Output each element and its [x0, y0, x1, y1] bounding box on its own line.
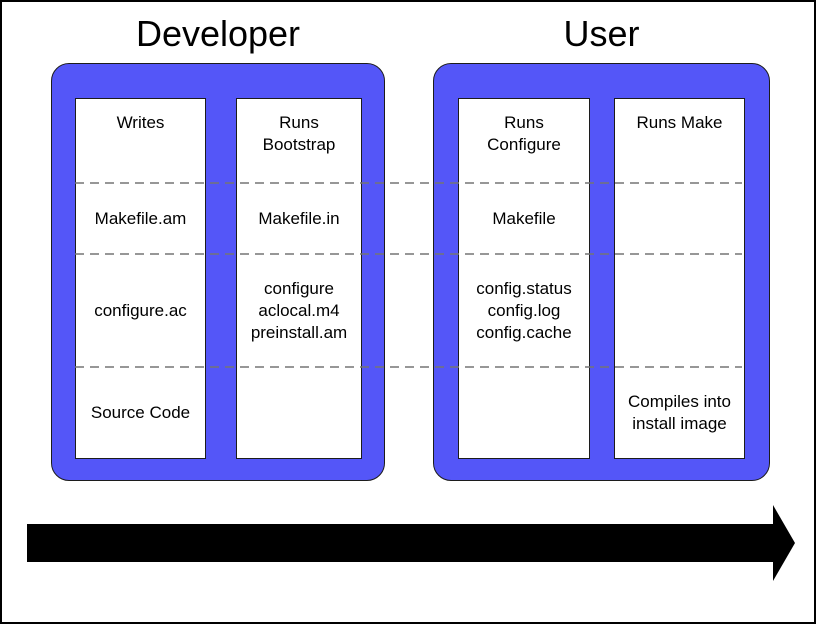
cell-compiles-into-install-image: Compiles into install image: [615, 367, 744, 458]
text-line: config.cache: [476, 322, 572, 342]
cell-configure-aclocal-preinstall: configure aclocal.m4 preinstall.am: [237, 254, 361, 367]
text-line: Bootstrap: [262, 135, 336, 154]
cell-runs-configure: Runs Configure: [459, 99, 589, 183]
text-line: Runs: [279, 113, 319, 132]
text-line: preinstall.am: [250, 322, 348, 342]
text-line: config.log: [487, 300, 561, 320]
developer-title: Developer: [135, 13, 301, 54]
text-line: Configure: [487, 135, 561, 154]
cell-config-outputs: config.status config.log config.cache: [459, 254, 589, 367]
cell-empty: [615, 254, 744, 367]
cell-empty: [237, 367, 361, 458]
flow-arrow: [27, 505, 795, 581]
text-line: Runs Make: [636, 113, 723, 132]
text-line: Makefile.in: [258, 208, 340, 228]
text-line: Runs: [504, 113, 544, 132]
text-line: configure.ac: [94, 300, 187, 320]
cell-empty: [459, 367, 589, 458]
cell-makefile-in: Makefile.in: [237, 183, 361, 254]
text-line: install image: [632, 413, 727, 433]
column-developer-bootstrap: Runs Bootstrap Makefile.in configure acl…: [236, 98, 362, 459]
user-title: User: [563, 13, 640, 54]
text-line: Source Code: [90, 402, 191, 422]
text-line: Makefile.am: [94, 208, 187, 228]
cell-makefile-am: Makefile.am: [76, 183, 205, 254]
cell-configure-ac: configure.ac: [76, 254, 205, 367]
text-line: aclocal.m4: [258, 300, 340, 320]
cell-empty: [615, 183, 744, 254]
text-line: Compiles into: [628, 391, 731, 411]
cell-source-code: Source Code: [76, 367, 205, 458]
text-line: configure: [264, 278, 334, 298]
column-user-configure: Runs Configure Makefile config.status co…: [458, 98, 590, 459]
column-user-make: Runs Make Compiles into install image: [614, 98, 745, 459]
cell-runs-bootstrap: Runs Bootstrap: [237, 99, 361, 183]
cell-runs-make: Runs Make: [615, 99, 744, 183]
text-line: Makefile: [492, 208, 556, 228]
text-line: Writes: [116, 113, 165, 132]
text-line: config.status: [476, 278, 572, 298]
column-developer-writes: Writes Makefile.am configure.ac Source C…: [75, 98, 206, 459]
cell-writes: Writes: [76, 99, 205, 183]
cell-makefile: Makefile: [459, 183, 589, 254]
